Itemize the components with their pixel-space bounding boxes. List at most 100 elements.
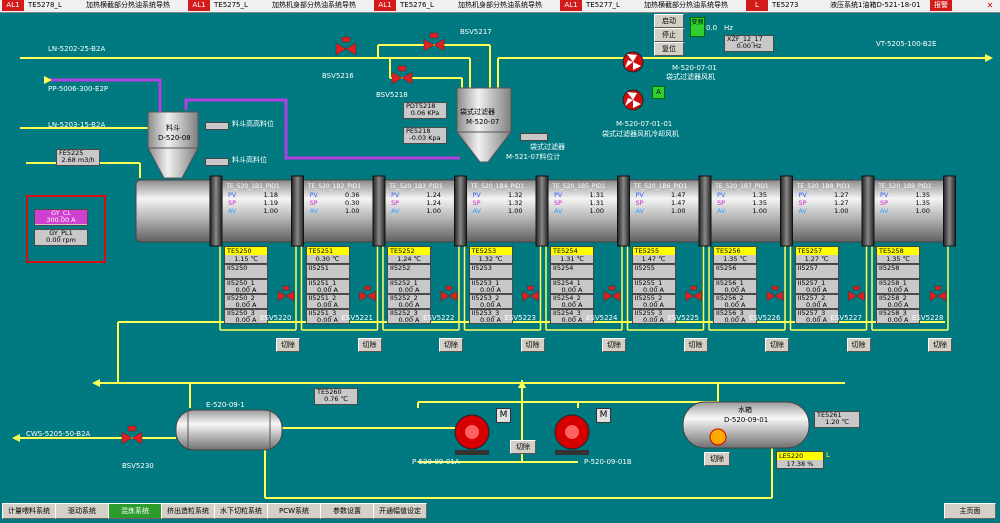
zone-cut-button[interactable]: 切除 xyxy=(357,338,382,352)
zone-pid-tag: TE_520_1B8_PID1 xyxy=(796,183,851,190)
valve-bsv5216-icon xyxy=(335,36,357,56)
zone-valve-icon[interactable] xyxy=(685,285,702,302)
current-tag: II5251_1 xyxy=(308,279,337,287)
zone-valve-icon[interactable] xyxy=(766,285,784,302)
current-tag: II5255_3 xyxy=(634,309,663,317)
tank-cut-button[interactable]: 切除 xyxy=(704,452,730,466)
zone-cut-button[interactable]: 切除 xyxy=(928,338,952,352)
alarm-tag-label[interactable]: TE5275_L xyxy=(214,1,248,9)
current-value: 0.00 A xyxy=(317,286,338,294)
zone-cut-button[interactable]: 切除 xyxy=(439,338,463,352)
zone-esv-label: ESV5227 xyxy=(830,314,862,322)
zone-valve-icon[interactable] xyxy=(277,285,295,302)
nav-tab[interactable]: 水下切粒系统 xyxy=(214,503,268,519)
pv-label: PV xyxy=(717,191,726,199)
nav-tab[interactable]: 驱动系统 xyxy=(55,503,109,519)
current-value: 0.00 A xyxy=(724,286,746,294)
start-button[interactable]: 启动 xyxy=(654,14,684,28)
current-tag: II5258_2 xyxy=(879,294,907,302)
av-label: AV xyxy=(880,207,889,215)
sp-value: 1.27 xyxy=(834,199,849,207)
pv-value: 1.18 xyxy=(263,191,278,199)
sp-label: SP xyxy=(635,199,644,207)
zone-pid-tag: TE_520_1B6_PID1 xyxy=(633,183,688,190)
main-page-button[interactable]: 主页面 xyxy=(944,503,996,519)
zone-pid-tag: TE_520_1B5_PID1 xyxy=(552,183,606,190)
reset-button[interactable]: 复位 xyxy=(654,42,684,56)
alarm-level-badge: L xyxy=(746,0,768,11)
te-value: 1.32 ℃ xyxy=(469,255,512,263)
stop-button[interactable]: 停止 xyxy=(654,28,684,42)
close-icon[interactable]: ✕ xyxy=(986,1,994,10)
nav-tab[interactable]: 混炼系统 xyxy=(108,503,162,519)
current-tag: II5258_1 xyxy=(879,279,907,287)
gy-cl-readout: GY_CL 300.00 A xyxy=(34,209,88,226)
nav-tab[interactable]: 开通幅值设定 xyxy=(373,503,427,519)
zone-esv-label: ESV5225 xyxy=(667,314,699,322)
current-tag: II5254_1 xyxy=(553,279,581,287)
sp-label: SP xyxy=(391,199,400,207)
fan2-id: M-520-07-01-01 xyxy=(616,120,673,128)
alarm-tag-label[interactable]: TE5273 xyxy=(772,1,799,9)
zone-cut-button[interactable]: 切除 xyxy=(765,338,789,352)
current-value: 0.00 A xyxy=(643,301,664,309)
zone-current-readout: II5253 xyxy=(468,264,513,279)
zone-valve-icon[interactable] xyxy=(848,285,865,302)
zone-cut-button[interactable]: 切除 xyxy=(276,338,300,352)
pump-cut-button[interactable]: 切除 xyxy=(510,440,536,454)
alarm-tag-label[interactable]: TE5277_L xyxy=(586,1,620,9)
nav-tab[interactable]: PCW系统 xyxy=(267,503,321,519)
alarm-button[interactable]: 报警 xyxy=(930,0,952,11)
zone-cut-button[interactable]: 切除 xyxy=(520,338,545,352)
zone-valve-icon[interactable] xyxy=(359,285,376,302)
nav-tab[interactable]: 挤出造粒系统 xyxy=(161,503,215,519)
zone-cut-button[interactable]: 切除 xyxy=(602,338,626,352)
vfd-badge[interactable]: 变频 xyxy=(690,17,705,37)
current-value: 0.00 A xyxy=(724,301,746,309)
nav-tab[interactable]: 计量喂料系统 xyxy=(2,503,56,519)
te-tag: TE5252 xyxy=(388,247,430,255)
alarm-level-badge: AL1 xyxy=(374,0,396,11)
alarm-level-badge: AL1 xyxy=(2,0,24,11)
alarm-tag-label[interactable]: TE5276_L xyxy=(400,1,434,9)
zone-esv-label: ESV5220 xyxy=(260,314,292,322)
alarm-tag-label[interactable]: TE5278_L xyxy=(28,1,62,9)
te-value: 0.30 ℃ xyxy=(306,255,349,263)
zone-valve-icon[interactable] xyxy=(440,285,458,302)
te-value: 1.15 ℃ xyxy=(225,255,267,263)
zone-cut-button[interactable]: 切除 xyxy=(683,338,708,352)
zone-valve-icon[interactable] xyxy=(929,285,947,302)
current-tag: II5255 xyxy=(634,264,655,272)
nav-tab[interactable]: 参数设置 xyxy=(320,503,374,519)
current-tag: II5251_2 xyxy=(308,294,337,302)
filter-id: M-520-07 xyxy=(466,118,500,126)
sp-value: 1.24 xyxy=(426,199,441,207)
current-tag: II5257_3 xyxy=(797,309,826,317)
current-value xyxy=(551,272,593,278)
current-value xyxy=(307,272,349,278)
fan-2-icon xyxy=(622,89,644,111)
te-value: 1.31 ℃ xyxy=(551,255,593,263)
zone-valve-icon[interactable] xyxy=(522,285,539,302)
sp-value: 0.30 xyxy=(345,199,360,207)
zone-cut-button[interactable]: 切除 xyxy=(846,338,871,352)
zone-valve-icon[interactable] xyxy=(603,285,621,302)
